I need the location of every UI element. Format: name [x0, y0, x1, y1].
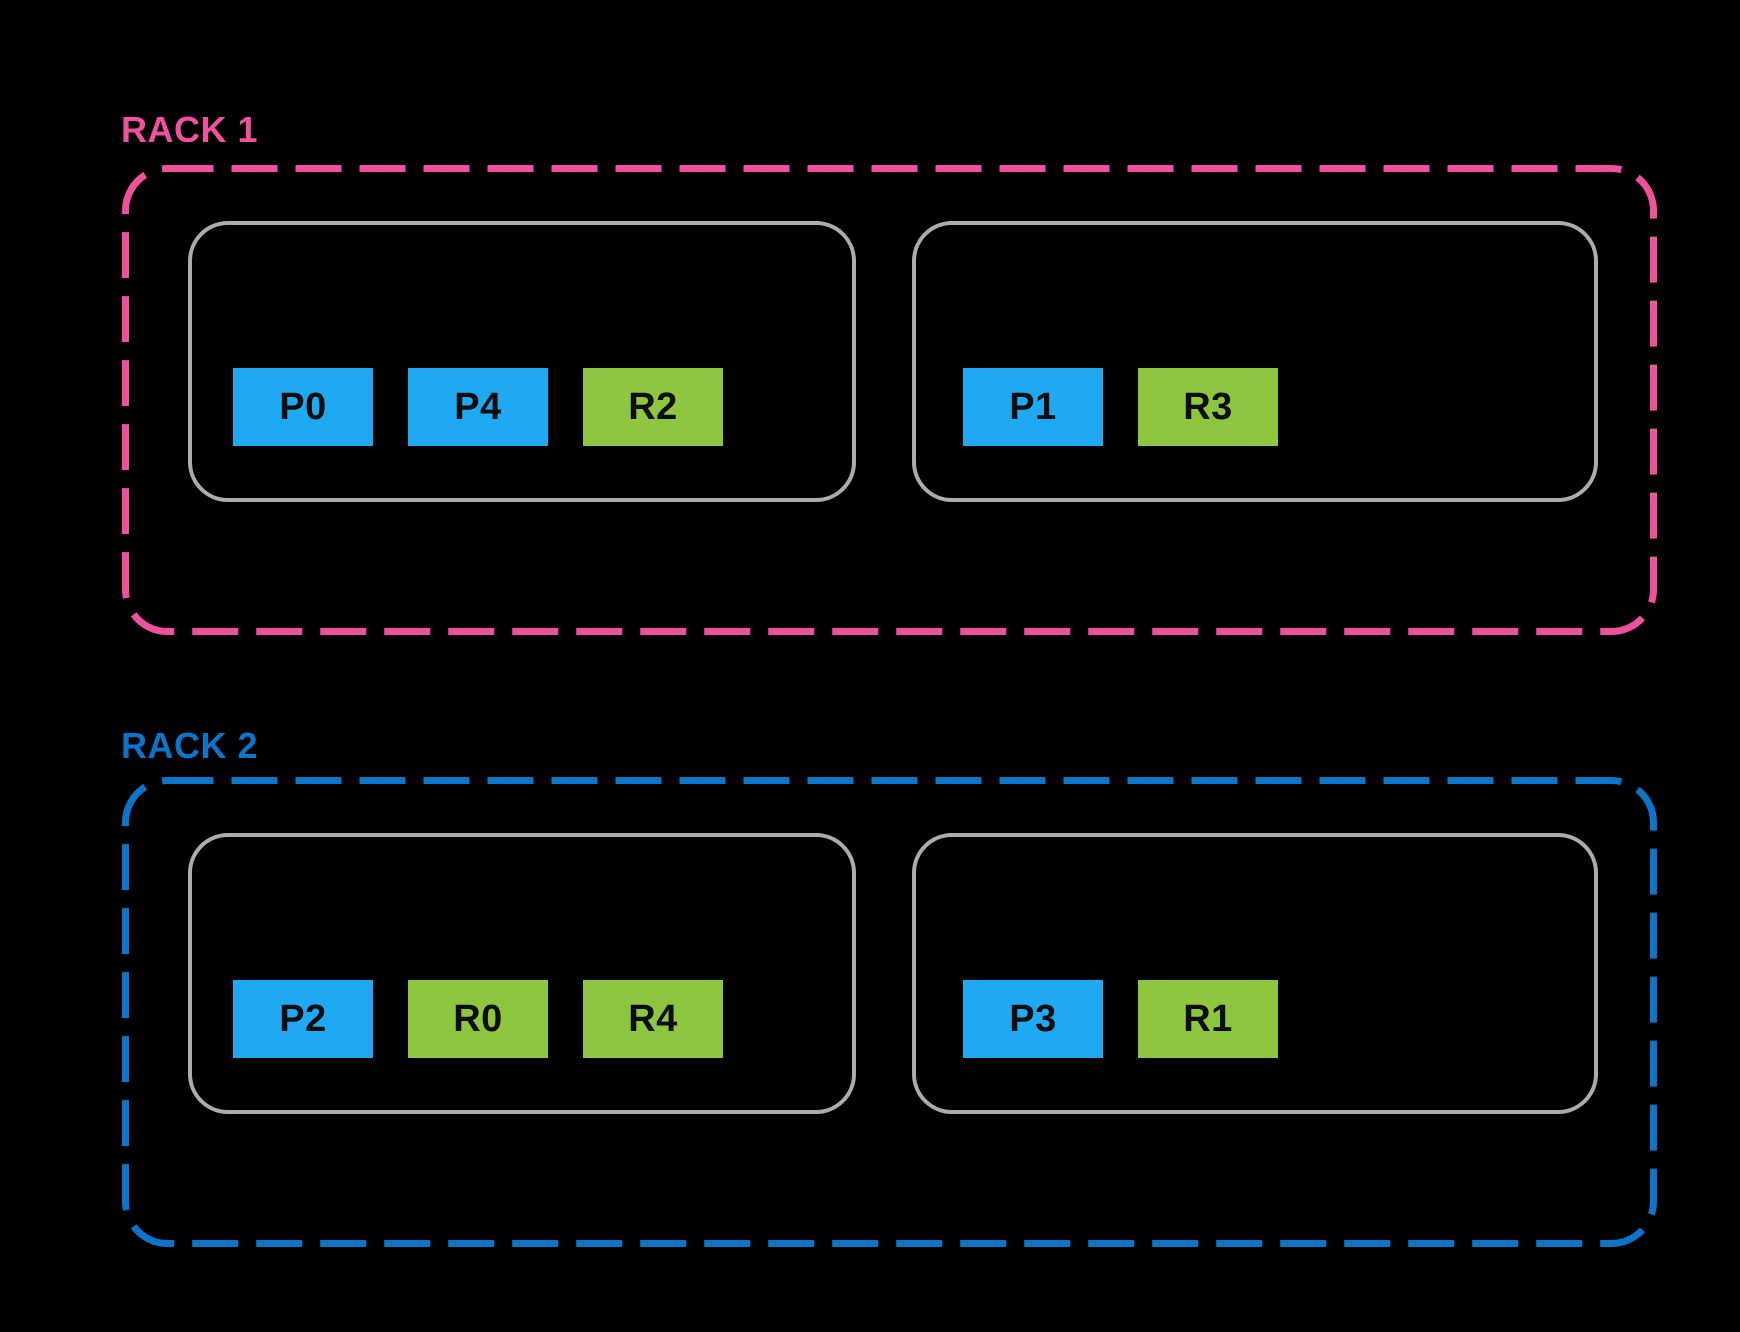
- slot-r2: R2: [583, 368, 723, 446]
- slot-p1: P1: [963, 368, 1103, 446]
- rack-1-dashed-border: [122, 165, 1657, 635]
- slot-r3: R3: [1138, 368, 1278, 446]
- rack-2-host-2: P3 R1: [912, 833, 1598, 1114]
- slot-p3: P3: [963, 980, 1103, 1058]
- slot-r4: R4: [583, 980, 723, 1058]
- rack-1-label: RACK 1: [121, 108, 259, 150]
- slot-p2: P2: [233, 980, 373, 1058]
- slot-r1: R1: [1138, 980, 1278, 1058]
- rack-1-host-1: P0 P4 R2: [188, 221, 856, 502]
- rack-1-host-2: P1 R3: [912, 221, 1598, 502]
- rack-2-border-rect: [122, 777, 1657, 1247]
- rack-2-label: RACK 2: [121, 724, 259, 766]
- rack-2-host-1: P2 R0 R4: [188, 833, 856, 1114]
- slot-p0: P0: [233, 368, 373, 446]
- slot-r0: R0: [408, 980, 548, 1058]
- rack-2-dashed-border: [122, 777, 1657, 1247]
- rack-1-border-rect: [122, 165, 1657, 635]
- slot-p4: P4: [408, 368, 548, 446]
